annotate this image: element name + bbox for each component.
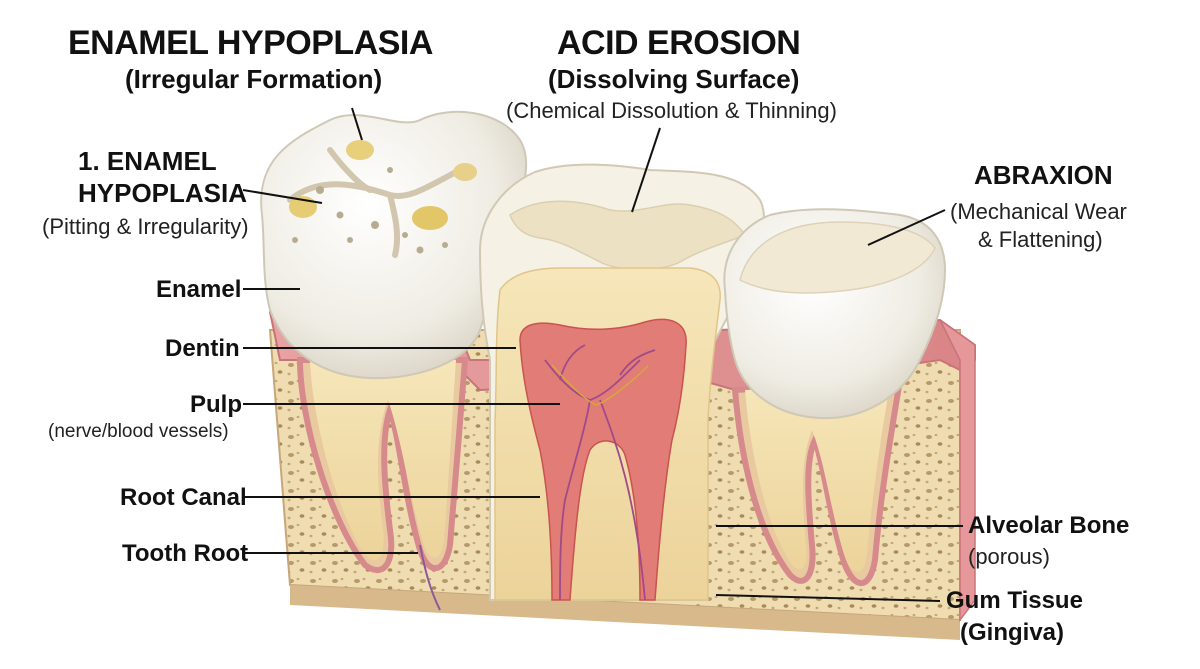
root-canal-label: Root Canal (120, 484, 247, 511)
leader-lines (242, 107, 963, 602)
dentin-label: Dentin (165, 335, 240, 362)
abraxion-title: ABRAXION (974, 160, 1113, 190)
pulp-label: Pulp (190, 391, 242, 418)
gum-tissue-label: Gum Tissue (946, 587, 1083, 614)
erosion-description: (Chemical Dissolution & Thinning) (506, 98, 837, 123)
abraxion-description-1: (Mechanical Wear (950, 199, 1127, 224)
pitting-title-line2: HYPOPLASIA (78, 178, 248, 208)
erosion-title: ACID EROSION (557, 24, 801, 62)
pitting-description: (Pitting & Irregularity) (42, 214, 249, 239)
alveolar-bone-label: Alveolar Bone (968, 512, 1130, 539)
alveolar-bone-description: (porous) (968, 544, 1050, 569)
erosion-subtitle: (Dissolving Surface) (548, 64, 800, 94)
tooth-root-label: Tooth Root (122, 540, 249, 567)
enamel-label: Enamel (156, 276, 242, 303)
middle-tooth (478, 163, 766, 601)
abraxion-description-2: & Flattening) (978, 227, 1103, 252)
left-tooth (260, 110, 528, 611)
pitting-title-line1: 1. ENAMEL (78, 146, 217, 176)
hypoplasia-title: ENAMEL HYPOPLASIA (68, 24, 433, 62)
gum-tissue-description: (Gingiva) (960, 619, 1065, 646)
hypoplasia-subtitle: (Irregular Formation) (125, 64, 383, 94)
pulp-description: (nerve/blood vessels) (48, 421, 229, 442)
